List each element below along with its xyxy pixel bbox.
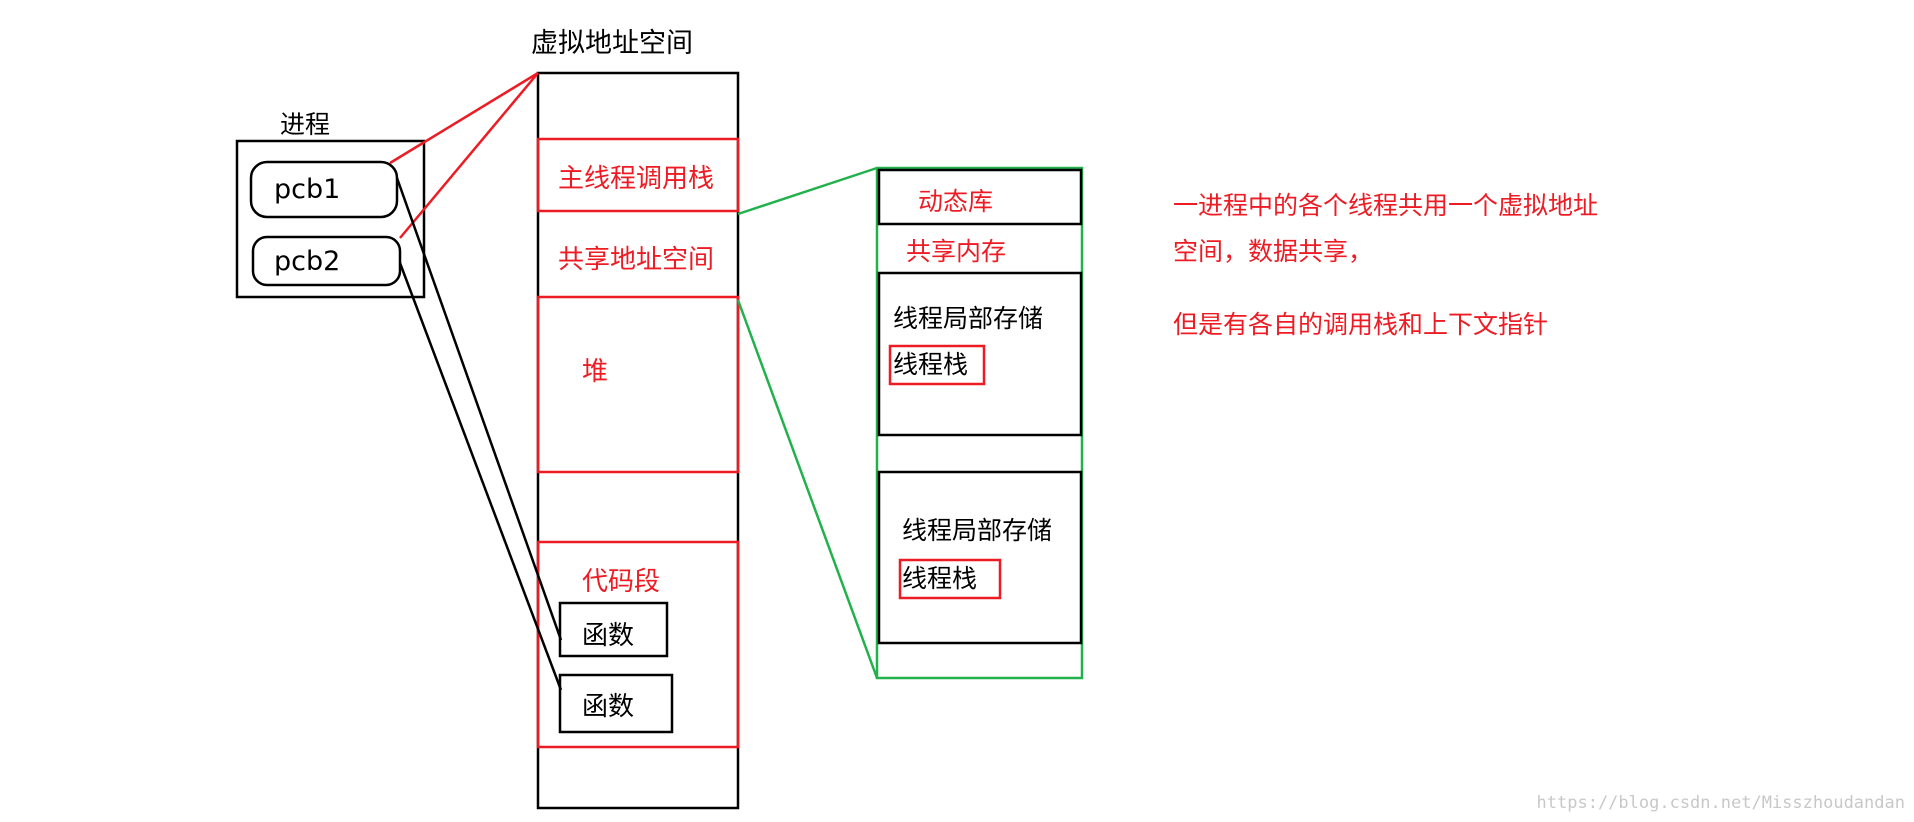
note-line-3: 但是有各自的调用栈和上下文指针 (1173, 310, 1548, 339)
heap-segment (536, 295, 740, 474)
main-stack-segment (536, 137, 740, 213)
dynamic-lib-box (877, 168, 1083, 226)
zoom-connector-top (737, 166, 878, 216)
pcb1-to-top-connector (389, 71, 539, 165)
process-title: 进程 (280, 110, 330, 139)
watermark-url: https://blog.csdn.net/Misszhoudandan (1537, 793, 1905, 813)
function-box-1 (558, 601, 669, 658)
address-space-title: 虚拟地址空间 (531, 28, 693, 59)
code-segment (536, 540, 740, 749)
function-box-2 (558, 673, 674, 734)
code-segment-label: 代码段 (582, 567, 660, 597)
pcb2-to-function-connector (398, 262, 563, 691)
thread-local-label-2: 线程局部存储 (902, 516, 1052, 545)
thread-local-label-1: 线程局部存储 (893, 304, 1043, 333)
thread-stack-label-1: 线程栈 (893, 350, 968, 379)
heap-label: 堆 (582, 357, 608, 387)
main-stack-label: 主线程调用栈 (558, 164, 714, 194)
pcb2-label: pcb2 (274, 246, 340, 277)
function-label-1: 函数 (582, 621, 634, 651)
shared-space-label: 共享地址空间 (558, 245, 714, 275)
process-box (235, 139, 426, 299)
thread-stack-box-1 (888, 344, 986, 386)
pcb1-label: pcb1 (274, 174, 340, 205)
shared-memory-label: 共享内存 (906, 237, 1006, 266)
pcb2-box (251, 235, 402, 287)
pcb1-box (249, 160, 399, 219)
zoom-connector-bottom (736, 299, 879, 679)
dynamic-lib-label: 动态库 (918, 187, 993, 216)
thread-stack-label-2: 线程栈 (902, 564, 977, 593)
pcb2-to-top-connector (399, 72, 539, 239)
thread-local-box-2 (877, 470, 1083, 645)
function-label-2: 函数 (582, 692, 634, 722)
thread-local-box-1 (877, 271, 1083, 437)
thread-stack-box-2 (898, 558, 1002, 600)
note-line-1: 一进程中的各个线程共用一个虚拟地址 (1173, 191, 1598, 220)
note-line-2: 空间，数据共享， (1173, 237, 1373, 266)
pcb1-to-function-connector (395, 177, 563, 641)
